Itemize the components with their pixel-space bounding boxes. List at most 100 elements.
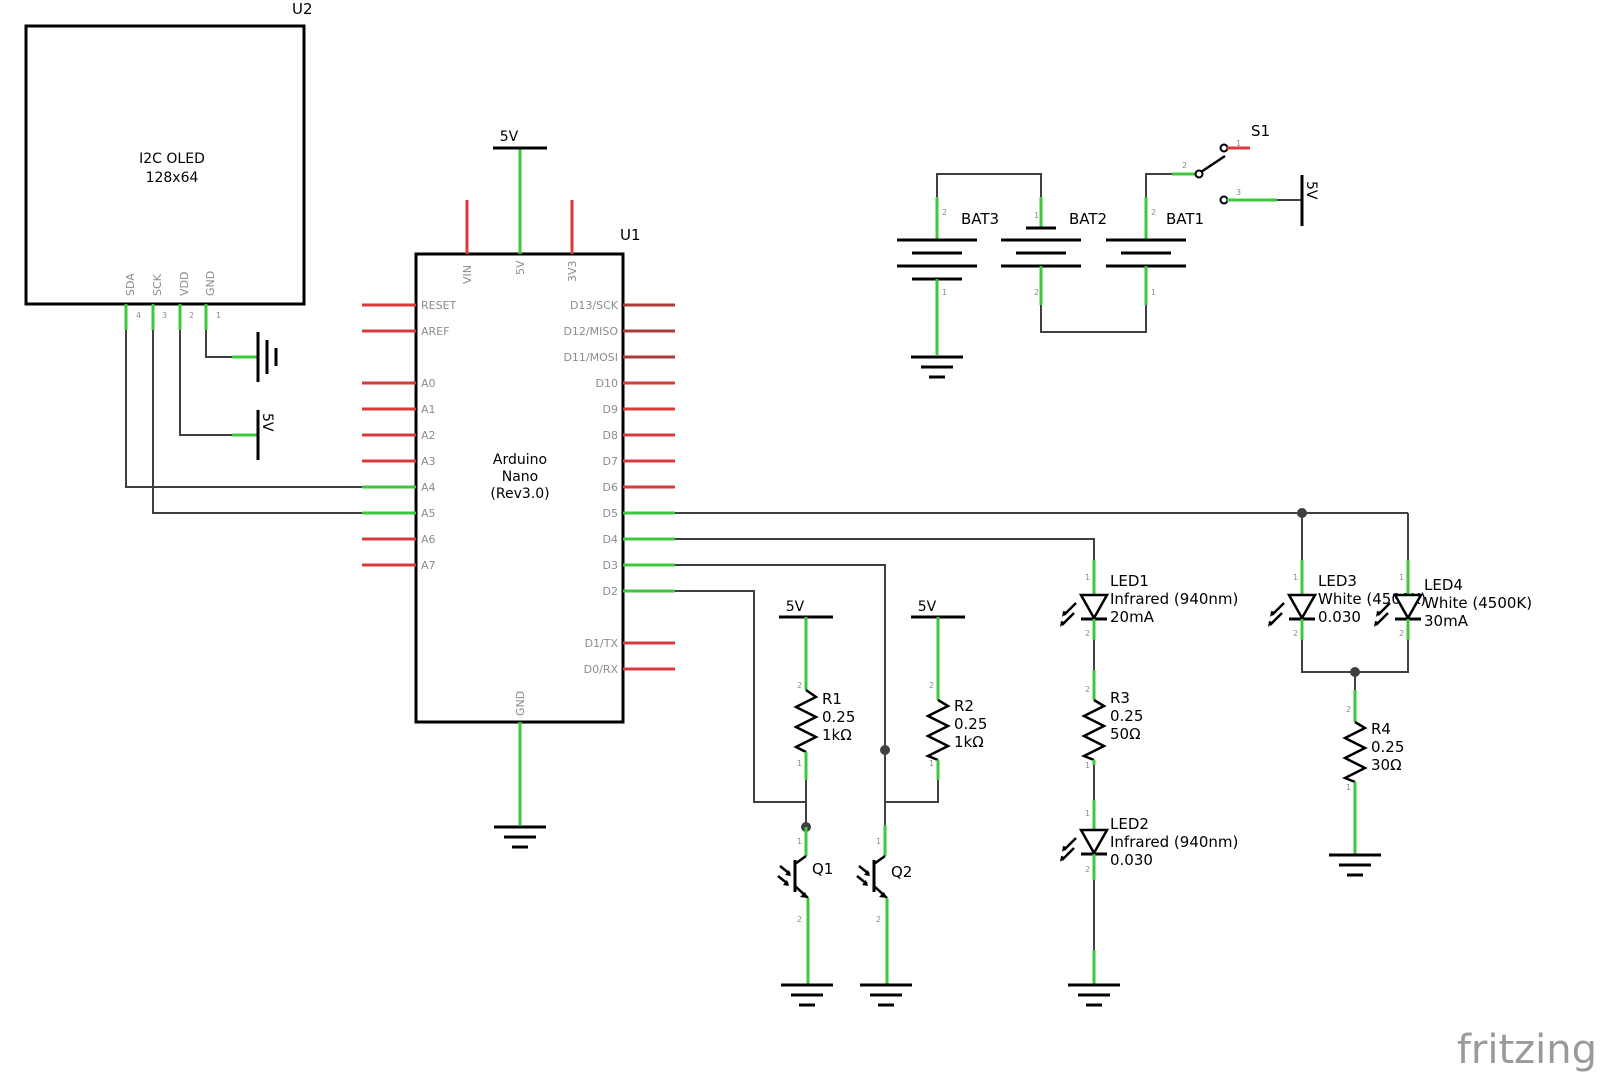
q1-pin-num: 2 [797,915,802,924]
r2-value: 1kΩ [954,733,984,751]
power-5v-symbol: 5V [232,410,275,460]
u1-pin-3v3: 3V3 [566,260,579,282]
u2-name-line2: 128x64 [146,170,199,186]
u1-pin-right: D11/MOSI [563,351,618,364]
junctions [801,508,1360,832]
power-label: 5V [500,129,519,145]
oled-module-u2[interactable]: U2 I2C OLED 128x64 SDA SCK VDD GND 4 3 2… [24,0,313,330]
bat1-pin-num: 1 [1151,288,1156,297]
r4-ref: R4 [1371,720,1391,738]
r1-value: 1kΩ [822,726,852,744]
r3-pin-num: 1 [1085,761,1090,770]
battery-bat3[interactable]: BAT3 2 1 [897,197,999,355]
u1-ref: U1 [620,226,641,244]
resistor-r2[interactable]: R2 0.25 1kΩ 2 1 [924,617,987,780]
r1-ref: R1 [822,690,842,708]
u2-pin-num: 1 [216,311,221,320]
power-5v-symbol: 5V [493,129,547,150]
led2-type: Infrared (940nm) [1110,833,1238,851]
u1-pin-left: A5 [421,507,436,520]
ground-symbol [781,983,833,1007]
phototransistor-q2[interactable]: Q2 1 2 [856,825,912,985]
u1-pin-left: AREF [421,325,449,338]
led-led1[interactable]: LED1 Infrared (940nm) 20mA 1 2 [1060,560,1238,640]
r1-power: 0.25 [822,708,855,726]
phototransistor-q1[interactable]: Q1 1 2 [777,827,833,985]
u2-pin-vdd: VDD [178,272,191,296]
u1-pin-left: A7 [421,559,436,572]
u1-pin-right: D6 [603,481,618,494]
led4-type: White (4500K) [1424,594,1532,612]
bat1-pin-num: 2 [1151,208,1156,217]
power-label: 5V [1303,181,1319,200]
r3-power: 0.25 [1110,707,1143,725]
r2-pin-num: 1 [929,759,934,768]
led4-value: 30mA [1424,612,1469,630]
r4-value: 30Ω [1371,756,1402,774]
bat3-pin-num: 1 [942,288,947,297]
u2-pin-num: 4 [136,311,141,320]
bat2-pin-num: 1 [1034,211,1039,220]
led1-ref: LED1 [1110,572,1149,590]
s1-pin-num: 1 [1236,139,1241,148]
battery-bat2[interactable]: BAT2 1 2 [1001,197,1107,305]
r1-pin-num: 1 [797,759,802,768]
bat3-pin-num: 2 [942,208,947,217]
q2-pin-num: 2 [876,915,881,924]
bat2-ref: BAT2 [1069,210,1107,228]
led4-ref: LED4 [1424,576,1463,594]
u1-pin-right: D2 [603,585,618,598]
led1-type: Infrared (940nm) [1110,590,1238,608]
power-5v-symbol: 5V [1300,175,1319,226]
led-led2[interactable]: LED2 Infrared (940nm) 0.030 1 2 [1060,800,1238,880]
battery-bat1[interactable]: BAT1 2 1 [1106,197,1204,305]
led2-pin-num: 2 [1085,865,1090,874]
u1-pin-left: A0 [421,377,436,390]
r3-value: 50Ω [1110,725,1141,743]
s1-pin-num: 3 [1236,188,1241,197]
arduino-nano-u1[interactable]: U1 Arduino Nano (Rev3.0) VIN 5V 3V3 GND … [362,148,675,825]
ground-symbol [860,983,912,1007]
led3-pin-num: 1 [1293,573,1298,582]
led2-value: 0.030 [1110,851,1153,869]
led4-pin-num: 1 [1399,573,1404,582]
bat1-ref: BAT1 [1166,210,1204,228]
r2-ref: R2 [954,697,974,715]
q2-pin-num: 1 [876,837,881,846]
ground-symbol [1329,853,1381,877]
u2-pin-sda: SDA [124,273,137,296]
u2-ref: U2 [292,0,313,18]
r4-pin-num: 1 [1346,783,1351,792]
u1-pin-right: D12/MISO [563,325,618,338]
u1-pin-right: D10 [596,377,618,390]
u1-pin-5v: 5V [514,260,527,275]
power-label: 5V [259,413,275,432]
u1-pin-left: A4 [421,481,436,494]
ground-symbol [911,355,963,379]
resistor-r1[interactable]: R1 0.25 1kΩ 2 1 [793,617,855,780]
r2-power: 0.25 [954,715,987,733]
u1-pin-right: D4 [603,533,618,546]
r4-pin-num: 2 [1346,705,1351,714]
bat2-pin-num: 2 [1034,288,1039,297]
power-label: 5V [918,599,937,615]
led-led4[interactable]: LED4 White (4500K) 30mA 1 2 [1374,560,1532,640]
ground-symbol [494,825,546,849]
u2-pin-num: 3 [162,311,167,320]
q1-pin-num: 1 [797,837,802,846]
u1-pin-left: RESET [421,299,457,312]
u2-name-line1: I2C OLED [139,151,205,167]
switch-s1[interactable]: S1 1 2 3 [1172,122,1302,205]
r3-pin-num: 2 [1085,685,1090,694]
led1-pin-num: 1 [1085,573,1090,582]
led4-pin-num: 2 [1399,629,1404,638]
fritzing-logo: fritzing [1457,1027,1597,1073]
power-5v-symbol: 5V [779,599,833,619]
u1-pin-left: A6 [421,533,436,546]
led3-ref: LED3 [1318,572,1357,590]
resistor-r3[interactable]: R3 0.25 50Ω 2 1 [1080,670,1143,770]
u1-pin-right: D1/TX [585,637,619,650]
u1-pin-left: A3 [421,455,436,468]
resistor-r4[interactable]: R4 0.25 30Ω 2 1 [1341,690,1404,855]
